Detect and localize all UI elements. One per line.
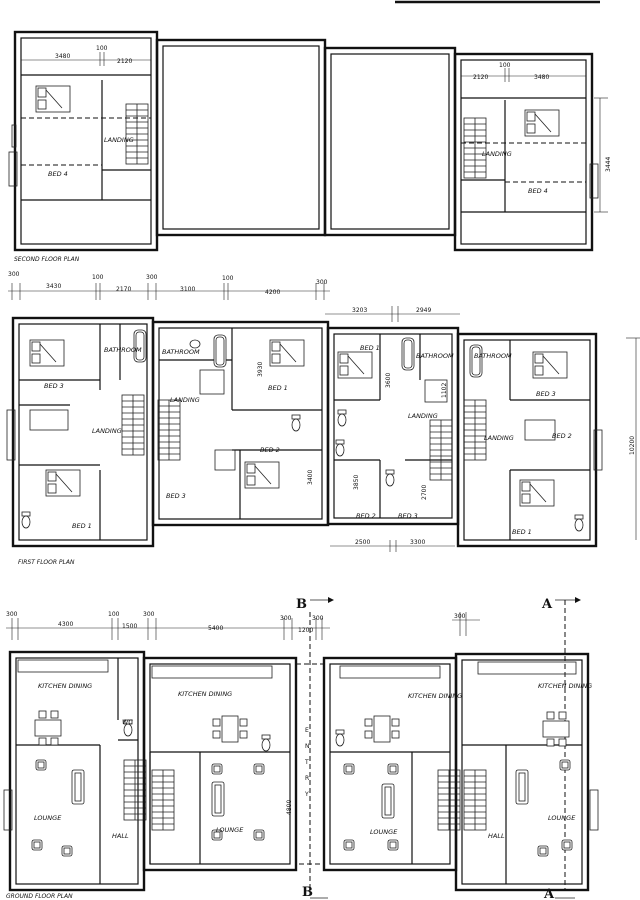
section-marker: B [296,597,307,612]
room-label: LANDING [482,150,512,158]
entry-letter: E [305,727,309,734]
dim-ground: 300 [312,615,324,622]
room-label: WC [122,718,133,726]
second-floor-labels: 3480 100 2120 2120 100 3480 3444 LANDING… [14,45,612,263]
room-label: BED 1 [512,528,532,536]
dim-first: 3930 [257,362,264,377]
second-floor-plan [8,0,608,252]
room-label: LOUNGE [370,828,398,836]
dim-second-5: 3480 [534,74,549,81]
dim-second-3: 2120 [473,74,488,81]
dim-first: 100 [222,275,234,282]
dim-first: 2170 [116,286,131,293]
dim-first: 3100 [180,286,195,293]
dim-entry: 4800 [286,800,293,815]
room-label: BED 2 [260,446,280,454]
dim-first: 3850 [353,475,360,490]
dim-first-side: 10200 [629,436,636,455]
room-label: BED 1 [72,522,92,530]
dim-first: 4200 [265,289,280,296]
entry-letter: Y [304,791,309,798]
plan-title: FIRST FLOOR PLAN [18,559,75,566]
entry-letter: T [304,759,309,766]
room-label: BED 3 [44,382,64,390]
dim-second-1: 100 [96,45,108,52]
first-floor-plan [6,283,640,552]
dim-second-0: 3480 [55,53,70,60]
dim-first: 2500 [355,539,370,546]
room-label: BATHROOM [162,348,200,356]
dim-ground: 100 [108,611,120,618]
dim-first: 3203 [352,307,367,314]
room-label: BED 4 [528,187,548,195]
room-label: KITCHEN DINING [178,690,232,698]
dim-ground: 300 [6,611,18,618]
dim-first: 3430 [46,283,61,290]
plan-title: GROUND FLOOR PLAN [6,893,73,900]
dim-ground: 1200 [298,627,313,634]
room-label: BED 3 [166,492,186,500]
room-label: LOUNGE [548,814,576,822]
section-marker: B [302,885,313,900]
room-label: BED 1 [268,384,288,392]
dim-ground: 5400 [208,625,223,632]
dim-second-4: 100 [499,62,511,69]
dim-first: 300 [8,271,20,278]
dim-second-side: 3444 [605,157,612,172]
dim-first: 300 [316,279,328,286]
room-label: BATHROOM [474,352,512,360]
ground-floor-labels: 300 4300 100 1500 300 5400 300 300 1200 … [6,597,592,900]
room-label: BATHROOM [104,346,142,354]
room-label: BED 3 [398,512,418,520]
dim-ground: 300 [454,613,466,620]
dim-first: 300 [146,274,158,281]
dim-ground: 4300 [58,621,73,628]
room-label: BATHROOM [416,352,454,360]
dim-first: 2949 [416,307,431,314]
room-label: LANDING [170,396,200,404]
dim-ground: 300 [143,611,155,618]
dim-first: 1102 [441,383,448,398]
room-label: LANDING [408,412,438,420]
dim-first: 3600 [385,373,392,388]
room-label: LANDING [104,136,134,144]
room-label: BED 1 [360,344,380,352]
room-label: LANDING [92,427,122,435]
dim-ground: 300 [280,615,292,622]
room-label: KITCHEN DINING [38,682,92,690]
room-label: BED 2 [356,512,376,520]
room-label: LOUNGE [216,826,244,834]
room-label: HALL [488,832,505,840]
dim-first: 2700 [421,485,428,500]
room-label: KITCHEN DINING [538,682,592,690]
section-marker: A [541,597,553,612]
dim-second-2: 2120 [117,58,132,65]
ground-floor-plan [3,597,599,899]
room-label: KITCHEN DINING [408,692,462,700]
room-label: BED 3 [536,390,556,398]
room-label: BED 4 [48,170,68,178]
room-label: HALL [112,832,129,840]
plan-title: SECOND FLOOR PLAN [14,256,80,263]
room-label: BED 2 [552,432,572,440]
dim-first: 3400 [307,470,314,485]
section-marker: A [543,887,555,900]
room-label: LANDING [484,434,514,442]
room-label: LOUNGE [34,814,62,822]
entry-letter: N [305,743,310,750]
dim-ground: 1500 [122,623,137,630]
entry-letter: R [305,775,309,782]
dim-first: 100 [92,274,104,281]
dim-first: 3300 [410,539,425,546]
first-floor-labels: 300 3430 100 2170 300 3100 100 4200 300 … [8,271,636,566]
